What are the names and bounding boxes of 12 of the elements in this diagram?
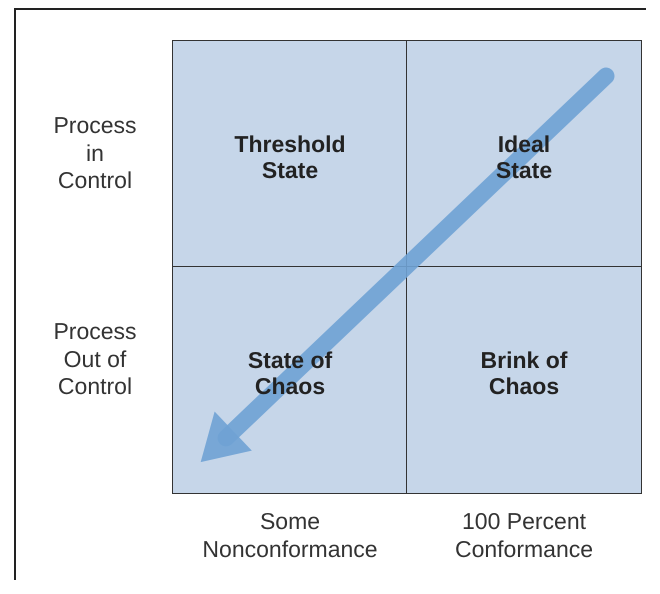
quadrant-cell: [406, 40, 642, 268]
quadrant-label: Brink of Chaos: [480, 347, 568, 400]
quadrant-label: State of Chaos: [246, 347, 334, 400]
row-label: Process Out of Control: [52, 318, 138, 401]
quadrant-label: Threshold State: [233, 131, 347, 184]
quadrant-label: Ideal State: [494, 131, 554, 184]
quadrant-cell: [172, 266, 408, 494]
column-label: Some Nonconformance: [201, 508, 379, 564]
column-label: 100 Percent Conformance: [454, 508, 594, 564]
row-label: Process in Control: [52, 112, 138, 195]
quadrant-cell: [172, 40, 408, 268]
quadrant-cell: [406, 266, 642, 494]
